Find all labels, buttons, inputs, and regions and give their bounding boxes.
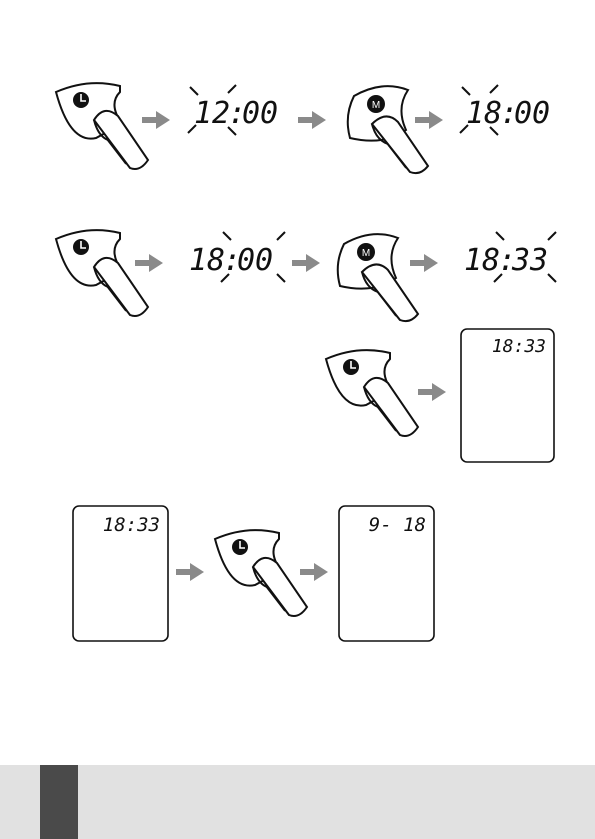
display-hours: 18 (189, 243, 225, 278)
row3-press-clock (318, 345, 428, 445)
arrow-right-icon (142, 110, 172, 130)
clock-icon (215, 530, 307, 616)
screen-time: 18:33 (103, 514, 160, 536)
row2-display-b: 18 : 33 (462, 230, 572, 285)
row4-lcd-screen-date: 9- 18 (338, 505, 436, 643)
footer-tab (40, 765, 78, 839)
row2-display-a: 18 : 00 (185, 230, 295, 285)
arrow-right-icon (176, 562, 206, 582)
screen-time: 18:33 (492, 336, 546, 357)
display-hours: 18 (464, 243, 500, 278)
display-minutes: 00 (237, 243, 273, 278)
mode-button-icon: M (372, 100, 380, 111)
mode-button-icon: M (362, 248, 370, 259)
arrow-right-icon (292, 253, 322, 273)
row1-display-b: 18 : 00 (460, 85, 570, 135)
row1-display-a: 12 : 00 (188, 85, 298, 135)
display-hours: 12 (194, 96, 230, 131)
clock-icon (56, 230, 148, 316)
arrow-right-icon (415, 110, 445, 130)
display-minutes: 33 (511, 243, 548, 278)
clock-icon (56, 83, 148, 169)
screen-date: 9- 18 (369, 514, 426, 536)
display-minutes: 00 (514, 96, 550, 131)
row3-lcd-screen: 18:33 (460, 328, 556, 464)
clock-icon (326, 350, 418, 436)
row2-press-mode: M (326, 228, 426, 328)
row2-press-clock (48, 225, 158, 325)
arrow-right-icon (300, 562, 330, 582)
arrow-right-icon (135, 253, 165, 273)
display-minutes: 00 (242, 96, 278, 131)
row1-press-mode: M (336, 80, 436, 180)
footer-band (0, 765, 595, 839)
display-hours: 18 (466, 96, 502, 131)
arrow-right-icon (418, 382, 448, 402)
row4-lcd-screen-time: 18:33 (72, 505, 170, 643)
arrow-right-icon (298, 110, 328, 130)
arrow-right-icon (410, 253, 440, 273)
